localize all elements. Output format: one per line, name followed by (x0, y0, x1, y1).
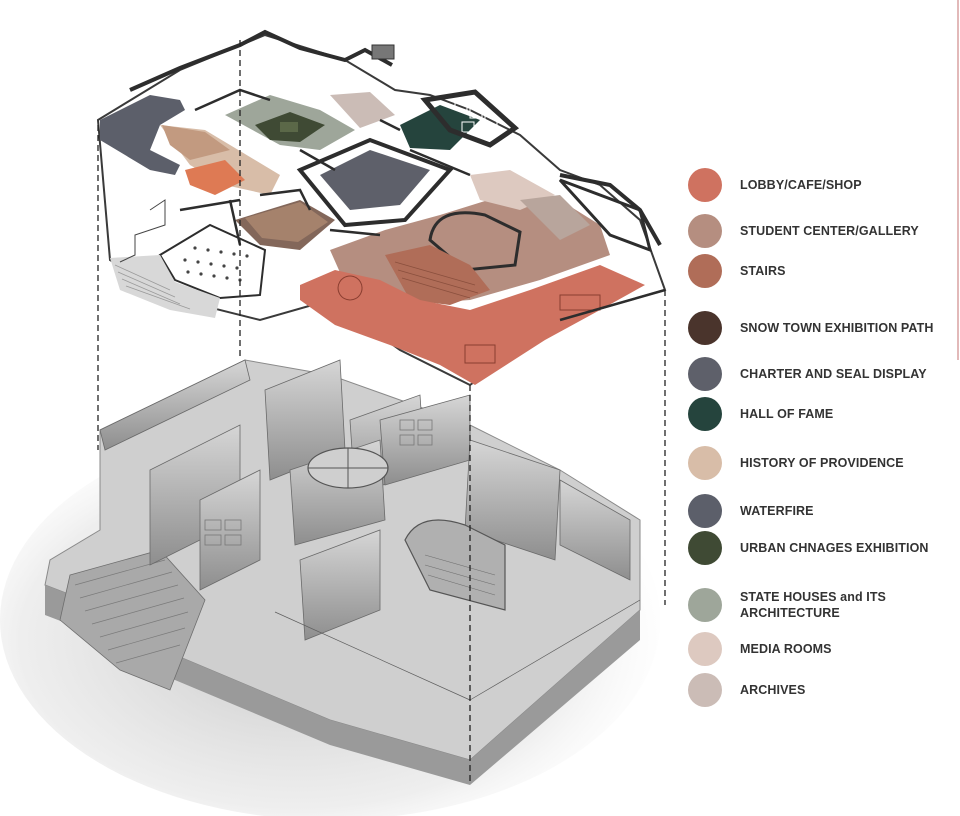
legend-label: WATERFIRE (740, 504, 814, 518)
legend-label: STAIRS (740, 264, 786, 278)
legend-swatch (688, 254, 722, 288)
legend-item-waterfire: WATERFIRE (688, 494, 960, 528)
legend-label: MEDIA ROOMS (740, 642, 832, 656)
legend-label: LOBBY/CAFE/SHOP (740, 178, 862, 192)
legend-swatch (688, 531, 722, 565)
zone-external-stairs (110, 255, 220, 318)
legend-label: ARCHIVES (740, 683, 806, 697)
legend-label: URBAN CHNAGES EXHIBITION (740, 541, 929, 555)
legend-item-media-rooms: MEDIA ROOMS (688, 632, 960, 666)
legend-swatch (688, 446, 722, 480)
zone-hall-of-fame (400, 105, 480, 150)
zone-lobby-small (185, 160, 245, 195)
edge-divider (957, 0, 959, 360)
zone-archives (330, 92, 395, 128)
legend-item-snow-town-exhibition-path: SNOW TOWN EXHIBITION PATH (688, 311, 960, 345)
legend-swatch (688, 673, 722, 707)
model-auditorium (404, 519, 506, 611)
legend-label: HALL OF FAME (740, 407, 834, 421)
legend-item-state-houses: STATE HOUSES and ITS ARCHITECTURE (688, 588, 960, 622)
zone-charter-and-seal (320, 150, 430, 210)
legend-label: CHARTER AND SEAL DISPLAY (740, 367, 927, 381)
legend-item-charter-and-seal-display: CHARTER AND SEAL DISPLAY (688, 357, 960, 391)
legend-label: SNOW TOWN EXHIBITION PATH (740, 321, 934, 335)
legend-item-lobby-cafe-shop: LOBBY/CAFE/SHOP (688, 168, 960, 202)
legend-item-stairs: STAIRS (688, 254, 960, 288)
legend-item-archives: ARCHIVES (688, 673, 960, 707)
floor-plan (96, 29, 667, 387)
legend-item-urban-changes-exhibition: URBAN CHNAGES EXHIBITION (688, 531, 960, 565)
legend-item-student-center-gallery: STUDENT CENTER/GALLERY (688, 214, 960, 248)
legend-label: STATE HOUSES and ITS ARCHITECTURE (740, 590, 886, 620)
legend-label: STUDENT CENTER/GALLERY (740, 224, 919, 238)
legend-item-hall-of-fame: HALL OF FAME (688, 397, 960, 431)
legend-swatch (688, 214, 722, 248)
legend-swatch (688, 311, 722, 345)
legend-swatch (688, 168, 722, 202)
legend-swatch (688, 357, 722, 391)
legend-swatch (688, 397, 722, 431)
zone-lobby-cafe-shop (300, 265, 645, 385)
model-front-face (45, 585, 640, 785)
zone-auditorium (428, 211, 522, 272)
projection-lines (97, 40, 666, 785)
zone-waterfire (100, 95, 185, 175)
zone-stairs (385, 245, 490, 305)
legend-swatch (688, 632, 722, 666)
exploded-axonometric-diagram (0, 29, 667, 816)
building-3d-model (0, 359, 660, 816)
legend-swatch (688, 494, 722, 528)
legend-label: HISTORY OF PROVIDENCE (740, 456, 904, 470)
legend-item-history-of-providence: HISTORY OF PROVIDENCE (688, 446, 960, 480)
legend: LOBBY/CAFE/SHOP STUDENT CENTER/GALLERY S… (688, 168, 960, 728)
legend-swatch (688, 588, 722, 622)
